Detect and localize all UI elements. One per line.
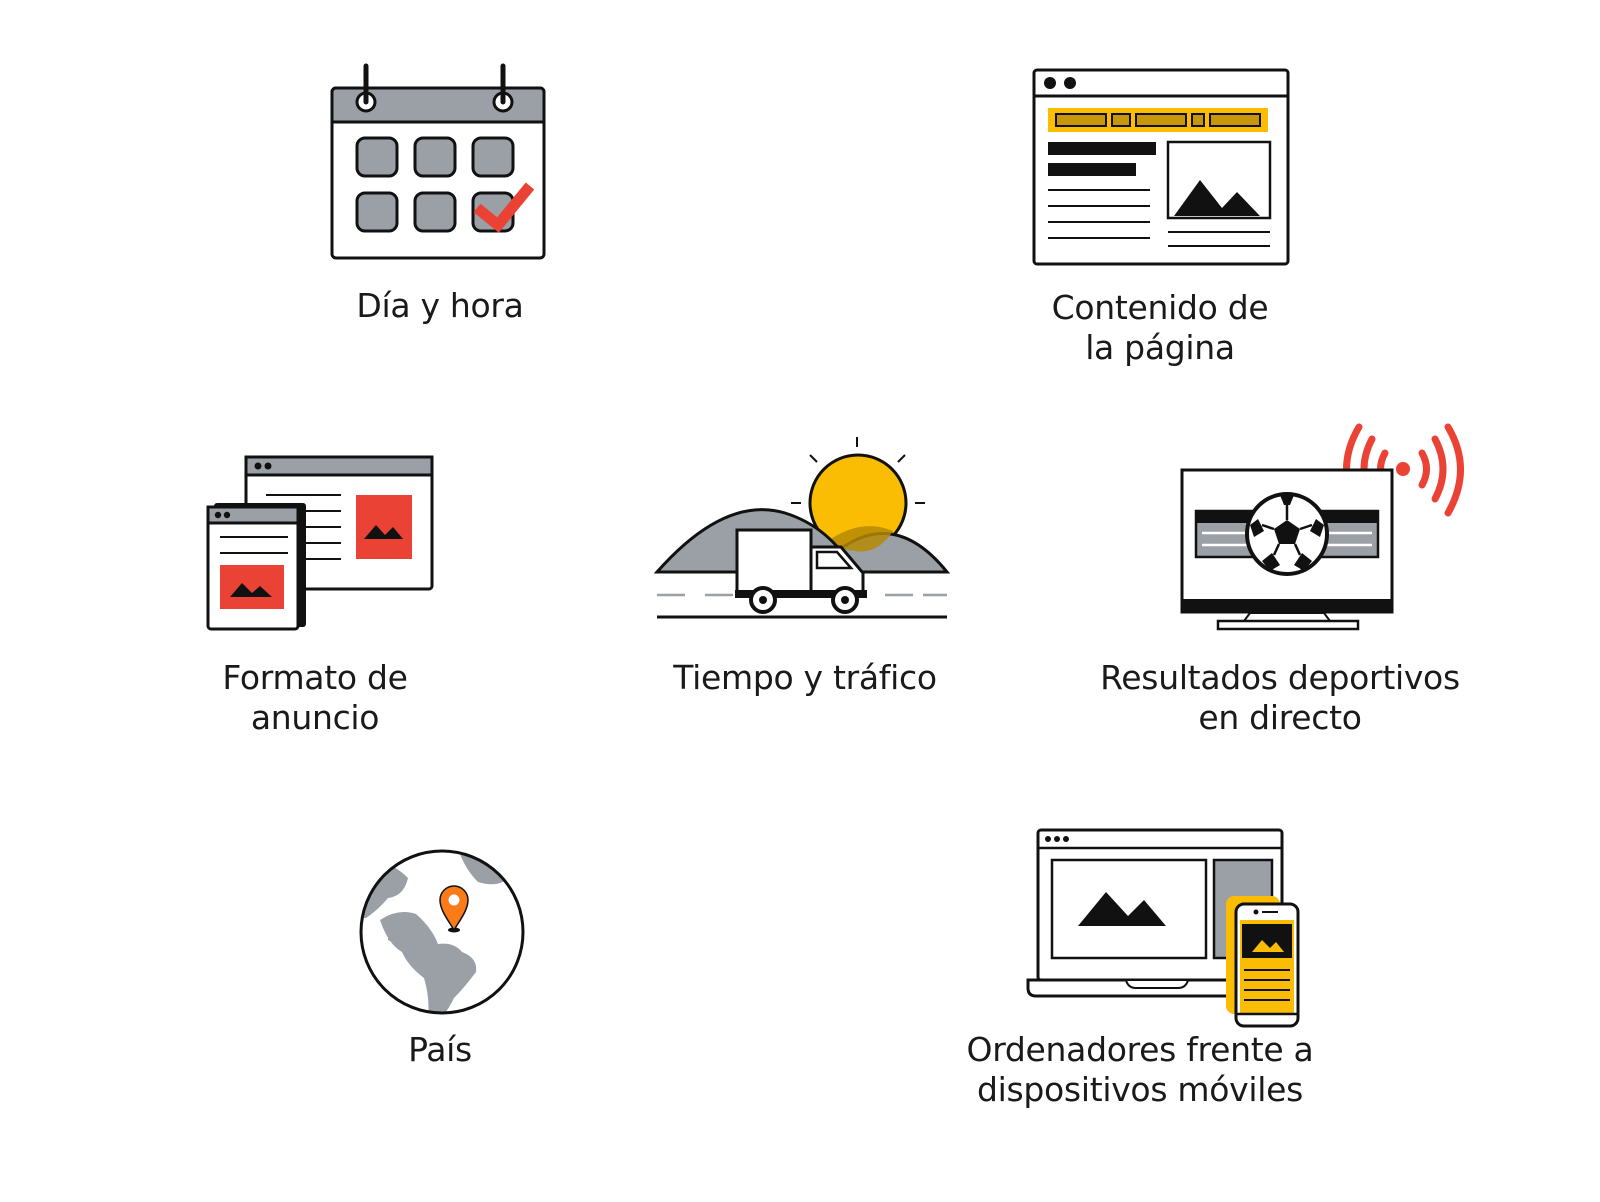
globe-location-icon	[358, 848, 528, 1018]
calendar-icon	[330, 60, 550, 265]
label-live-sports: Resultados deportivos en directo	[1100, 658, 1460, 737]
label-date-time: Día y hora	[356, 286, 524, 325]
label-desktop-mobile: Ordenadores frente a dispositivos móvile…	[966, 1030, 1314, 1109]
label-country: País	[408, 1030, 472, 1069]
live-sports-tv-icon	[1180, 423, 1464, 640]
desktop-vs-mobile-icon	[1026, 828, 1306, 1028]
ad-format-icon	[206, 455, 436, 635]
label-weather-traffic: Tiempo y tráfico	[673, 658, 937, 697]
weather-traffic-icon	[653, 435, 955, 635]
label-page-content: Contenido de la página	[1051, 288, 1269, 367]
label-ad-format: Formato de anuncio	[222, 658, 408, 737]
webpage-content-icon	[1032, 68, 1292, 268]
